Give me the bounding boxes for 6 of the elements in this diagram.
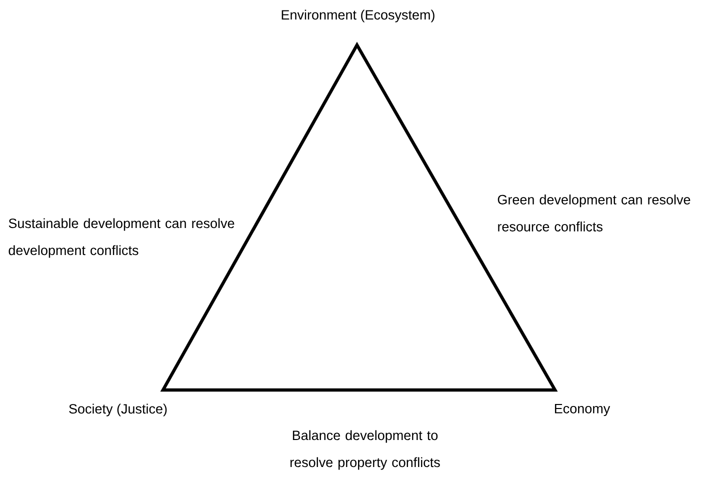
text-label: Green development can resolve resource conflicts [498, 194, 690, 232]
text-label: Balance development to resolve property conflicts [290, 430, 440, 470]
text-label: Society (Justice) [69, 404, 167, 416]
text-label: Sustainable development can resolve development conflicts [8, 218, 234, 258]
text-label: Economy [554, 404, 610, 416]
text-label: Environment (Ecosystem) [282, 10, 434, 22]
